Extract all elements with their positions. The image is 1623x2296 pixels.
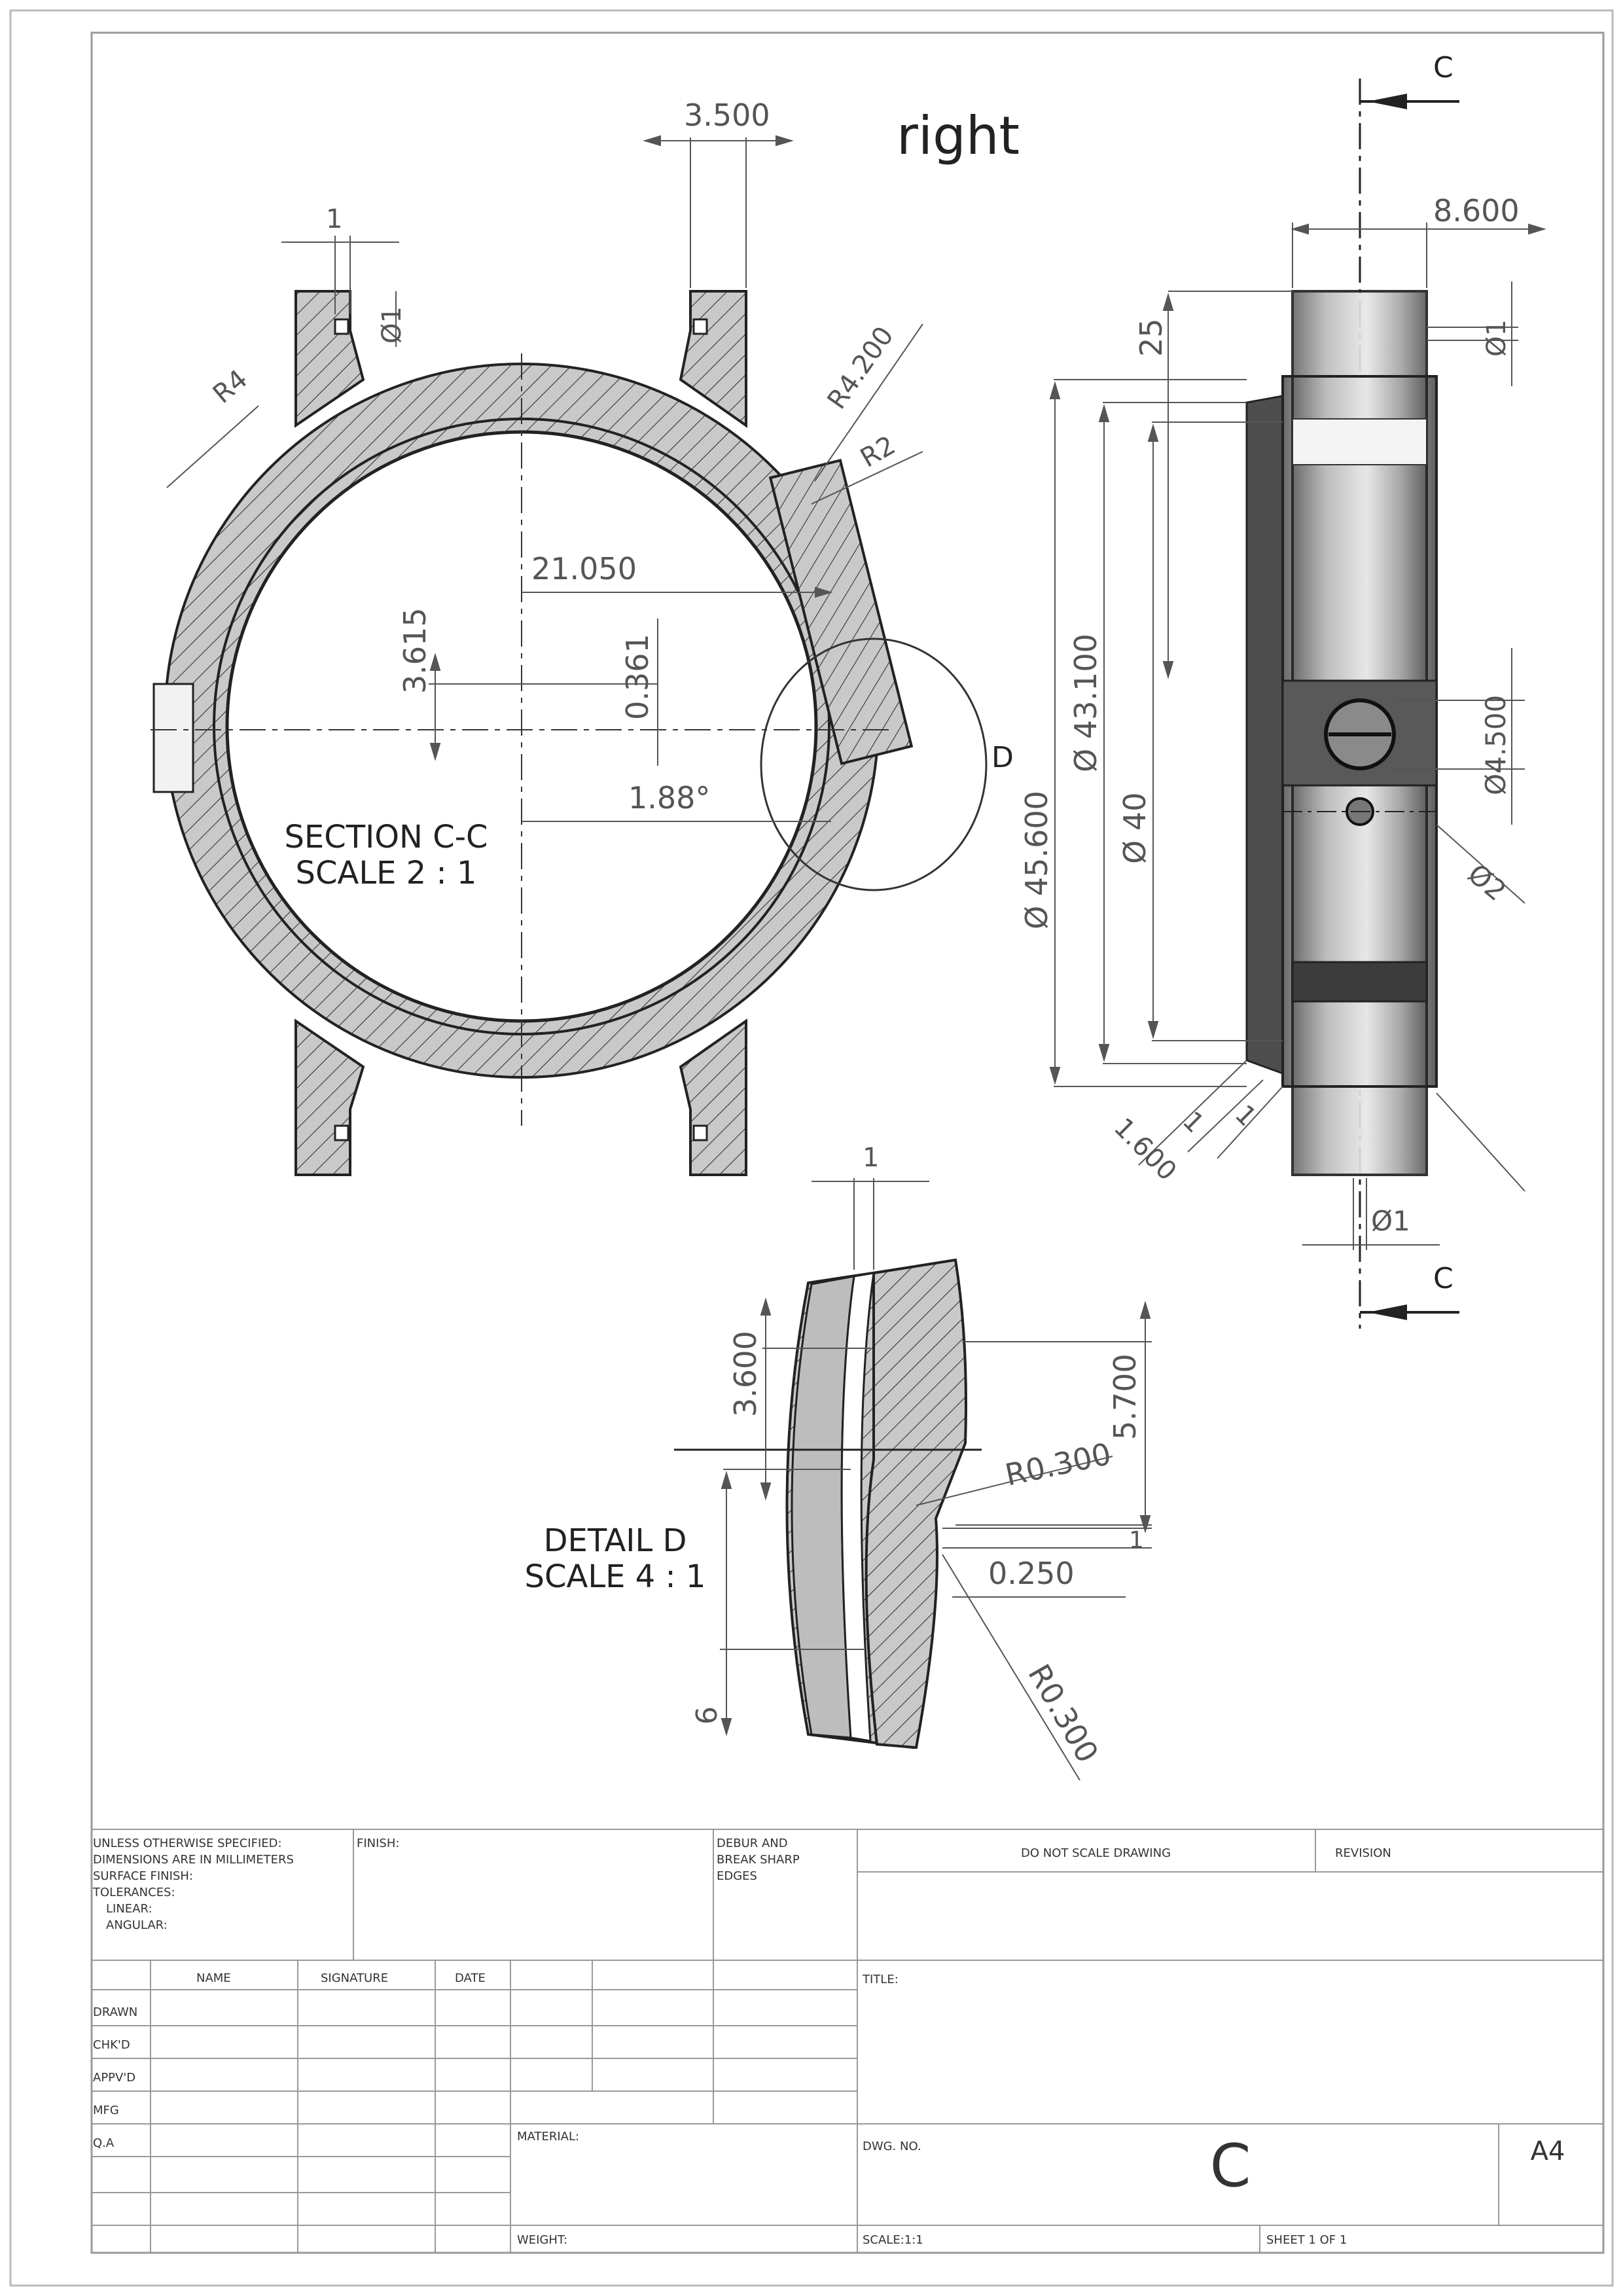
detail-marker: D [991, 741, 1014, 774]
tb-row-chkd: CHK'D [93, 2038, 130, 2052]
tb-unless-line3: SURFACE FINISH: [93, 1869, 193, 1883]
dim-step-1600: 1.600 [1108, 1113, 1183, 1187]
dim-detail-r0300-top: R0.300 [1002, 1436, 1114, 1493]
tb-deburr-line2: BREAK SHARP [717, 1853, 800, 1867]
outer-border [9, 9, 1614, 2287]
tb-material: MATERIAL: [517, 2130, 579, 2144]
tb-size: A4 [1531, 2136, 1565, 2166]
dim-step-1a: 1 [1177, 1106, 1210, 1139]
tb-row-drawn: DRAWN [93, 2005, 137, 2019]
detail-label-title: DETAIL D [544, 1522, 687, 1559]
section-label-title: SECTION C-C [284, 819, 488, 855]
detail-label-scale: SCALE 4 : 1 [525, 1558, 706, 1595]
title-block-grid [91, 1829, 1604, 2253]
tb-title: TITLE: [862, 1973, 899, 1986]
lug-bottom-left [294, 1018, 365, 1176]
tb-col-name: NAME [196, 1971, 231, 1985]
tb-scale: SCALE:1:1 [863, 2233, 923, 2247]
dim-detail-5700: 5.700 [1107, 1354, 1143, 1440]
dim-pin-hole-left: Ø1 [377, 306, 407, 344]
tb-revision: REVISION [1335, 1846, 1391, 1860]
dim-radius-r2: R2 [855, 430, 901, 473]
cut-marker-top: C [1433, 51, 1454, 84]
dim-inner-radius: 21.050 [531, 551, 637, 586]
dim-diameter-43100: Ø 43.100 [1068, 634, 1103, 772]
tb-weight: WEIGHT: [517, 2233, 567, 2247]
tb-row-appvd: APPV'D [93, 2071, 135, 2085]
tb-sheet: SHEET 1 OF 1 [1266, 2233, 1347, 2247]
dim-lug-width: 3.500 [684, 98, 770, 133]
tb-col-signature: SIGNATURE [321, 1971, 388, 1985]
tb-row-mfg: MFG [93, 2104, 119, 2117]
side-dim-lines [1049, 223, 1546, 1250]
section-label-scale: SCALE 2 : 1 [296, 855, 477, 891]
dim-side-pin: Ø1 [1482, 319, 1512, 357]
tb-dwg-value: C [1210, 2132, 1251, 2200]
detail-view [674, 1258, 982, 1749]
section-dim-lines [166, 135, 923, 822]
dim-tab-width: 1 [326, 204, 342, 234]
dim-offset-0361: 0.361 [620, 634, 655, 720]
dim-detail-6: 6 [690, 1706, 724, 1725]
dim-angle: 1.88° [628, 780, 710, 816]
detail-dim-lines [720, 1178, 1152, 1781]
tb-unless-line4: TOLERANCES: [92, 1886, 175, 1899]
tb-unless-line6: ANGULAR: [106, 1918, 168, 1932]
side-view: C C [1245, 51, 1459, 1329]
dim-detail-0250: 0.250 [988, 1556, 1075, 1591]
tb-dwg-no: DWG. NO. [863, 2140, 921, 2153]
dim-detail-1: 1 [1129, 1527, 1144, 1554]
tb-finish: FINISH: [357, 1837, 399, 1850]
tb-row-qa: Q.A [93, 2136, 115, 2150]
dim-diameter-45600: Ø 45.600 [1019, 791, 1054, 929]
view-title: right [897, 105, 1020, 166]
dim-radius-r4200: R4.200 [822, 321, 900, 415]
dim-offset-3615: 3.615 [397, 607, 433, 694]
tb-deburr-line1: DEBUR AND [717, 1837, 788, 1850]
dim-side-depth: 8.600 [1433, 193, 1520, 228]
dim-diameter-4500: Ø4.500 [1480, 695, 1512, 795]
dim-diameter-40: Ø 40 [1117, 793, 1152, 864]
tb-unless-line1: UNLESS OTHERWISE SPECIFIED: [93, 1837, 282, 1850]
dim-diameter-2: Ø2 [1462, 857, 1512, 907]
dim-step-1b: 1 [1229, 1100, 1262, 1133]
cut-marker-bottom: C [1433, 1262, 1454, 1295]
section-view [151, 290, 988, 1176]
dim-bottom-pin: Ø1 [1371, 1205, 1410, 1237]
dim-radius-r4: R4 [207, 364, 253, 409]
tb-do-not-scale: DO NOT SCALE DRAWING [1021, 1846, 1171, 1860]
dim-side-25: 25 [1133, 318, 1169, 357]
lug-bottom-right [679, 1018, 747, 1176]
tb-deburr-line3: EDGES [717, 1869, 757, 1883]
tb-unless-line5: LINEAR: [106, 1902, 152, 1916]
dim-detail-top: 1 [863, 1143, 879, 1173]
dim-detail-3600: 3.600 [728, 1331, 763, 1417]
tb-col-date: DATE [455, 1971, 486, 1985]
tb-unless-line2: DIMENSIONS ARE IN MILLIMETERS [93, 1853, 294, 1867]
